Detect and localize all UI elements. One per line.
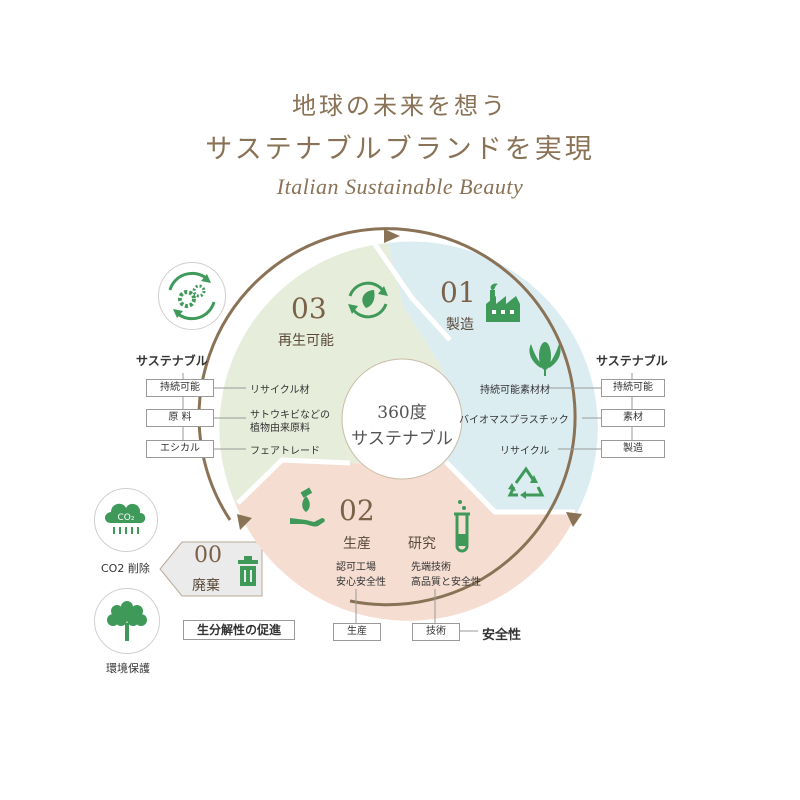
left-item-3: フェアトレード — [250, 446, 320, 457]
center-circle — [341, 358, 463, 480]
center-line-1: 360度 — [377, 403, 427, 423]
co2-cloud-icon: CO₂ — [94, 488, 158, 552]
s02-left-note-2: 安心安全性 — [336, 577, 386, 588]
right-item-2: バイオマスプラスチック — [459, 415, 569, 426]
s02-left-note-1: 認可工場 — [336, 562, 376, 573]
segment-02-number: 02 — [339, 494, 375, 527]
s02-right-note-1: 先端技術 — [411, 562, 451, 573]
left-item-2-line-1: サトウキビなどの — [250, 410, 330, 421]
recycle-gear-icon — [158, 262, 226, 330]
recycle-triangle-icon — [507, 466, 545, 499]
co2-badge-text: CO₂ — [118, 513, 135, 523]
arrow-head-left — [237, 514, 252, 530]
factory-icon — [486, 283, 520, 322]
production-box: 生産 — [333, 623, 381, 641]
tree-icon — [94, 588, 160, 654]
s02-right-note-2: 高品質と安全性 — [411, 577, 481, 588]
tech-box: 技術 — [412, 623, 460, 641]
segment-00-shape — [159, 541, 263, 597]
left-box-2: 原 料 — [146, 409, 214, 427]
segment-03-number: 03 — [291, 292, 327, 325]
segment-01-name: 製造 — [446, 317, 474, 333]
trash-can-icon — [238, 556, 258, 586]
right-box-2: 素材 — [601, 409, 665, 427]
center-line-2: サステナブル — [351, 429, 453, 449]
title-line-2: サステナブルブランドを実現 — [205, 134, 595, 165]
segment-01-number: 01 — [440, 276, 476, 309]
right-box-1: 持続可能 — [601, 379, 665, 397]
corn-icon — [529, 342, 561, 376]
env-label: 環境保護 — [106, 662, 150, 675]
cycle-arrow-ring — [197, 227, 577, 607]
safety-label: 安全性 — [482, 628, 522, 643]
segment-02-shape — [236, 455, 577, 621]
subtitle: Italian Sustainable Beauty — [276, 174, 524, 199]
arrow-head-top — [384, 229, 400, 243]
left-box-1: 持続可能 — [146, 379, 214, 397]
arrow-head-right — [566, 512, 582, 527]
right-header: サステナブル — [596, 354, 668, 368]
left-item-1: リサイクル材 — [250, 385, 310, 396]
right-box-3: 製造 — [601, 440, 665, 458]
right-item-3: リサイクル — [500, 446, 550, 457]
segment-02-name: 生産 — [343, 536, 371, 552]
leaf-cycle-icon — [348, 281, 388, 319]
biodegrade-box: 生分解性の促進 — [183, 620, 295, 640]
segment-02-sub: 研究 — [408, 536, 436, 552]
left-item-2-line-2: 植物由来原料 — [250, 423, 310, 434]
test-tube-icon — [454, 500, 470, 553]
left-box-3: エシカル — [146, 440, 214, 458]
hand-drop-icon — [290, 487, 325, 527]
segment-00-name: 廃棄 — [192, 578, 220, 594]
left-header: サステナブル — [136, 354, 208, 368]
segment-03-name: 再生可能 — [278, 333, 334, 349]
segment-00-number: 00 — [194, 543, 222, 568]
co2-label: CO2 削除 — [101, 562, 150, 575]
right-item-1: 持続可能素材材 — [480, 385, 550, 396]
title-line-1: 地球の未来を想う — [292, 92, 508, 120]
